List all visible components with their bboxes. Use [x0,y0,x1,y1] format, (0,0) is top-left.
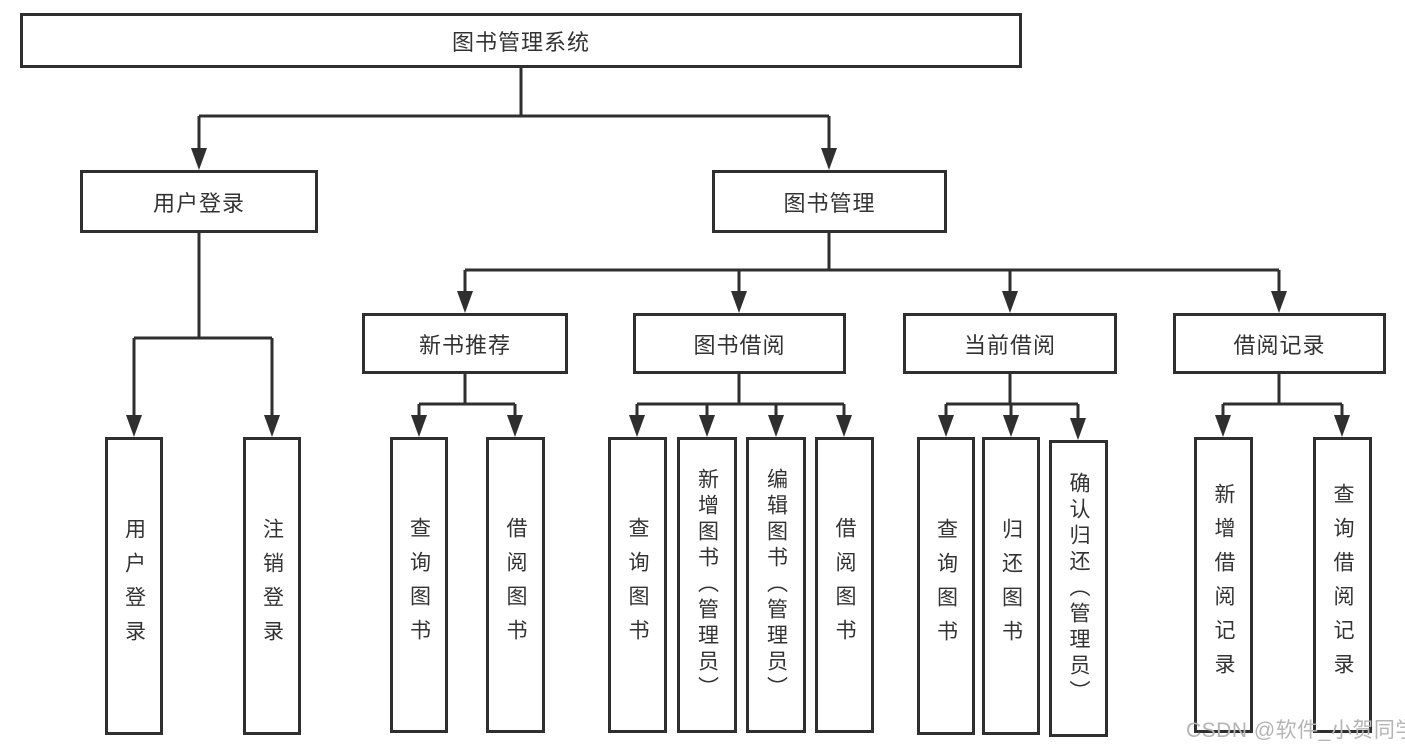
wires-book-borrow [629,374,852,437]
node-user-login-branch: 用户登录 [80,170,318,233]
leaf-user-login: 用户登录 [105,437,163,735]
arrow-down-icon [731,291,747,313]
arrow-down-icon [1070,418,1086,440]
leaf-add-book-admin: 新增图书（管理员） [677,437,737,733]
arrow-down-icon [1003,415,1019,437]
leaf-confirm-return-admin: 确认归还（管理员） [1049,440,1108,737]
arrow-down-icon [629,415,645,437]
leaf-edit-book-admin: 编辑图书（管理员） [746,437,806,733]
leaf-query-books-current: 查询图书 [917,437,975,735]
arrow-down-icon [411,415,427,437]
arrow-down-icon [1271,291,1287,313]
node-borrow-records: 借阅记录 [1173,313,1386,374]
node-current-borrow: 当前借阅 [903,313,1117,374]
leaf-logout: 注销登录 [243,437,301,735]
node-book-management: 图书管理 [712,170,947,233]
wires-book-mgmt [457,233,1287,313]
wires-current-borrow [938,374,1086,440]
arrow-down-icon [1215,415,1231,437]
node-root: 图书管理系统 [20,13,1022,68]
wires-borrow-records [1215,374,1350,437]
arrow-down-icon [699,415,715,437]
watermark: CSDN @软件_小贺同学 [1186,719,1405,742]
arrow-down-icon [938,415,954,437]
leaf-borrow-books-recommend: 借阅图书 [486,437,545,733]
arrow-down-icon [836,415,852,437]
wires-user-login [126,233,280,437]
arrow-down-icon [768,415,784,437]
arrow-down-icon [1334,415,1350,437]
node-new-book-recommend: 新书推荐 [362,313,568,374]
leaf-borrow-books: 借阅图书 [815,437,874,733]
arrow-down-icon [126,415,142,437]
arrow-down-icon [821,148,837,170]
node-book-borrow: 图书借阅 [633,313,846,374]
arrow-down-icon [1002,291,1018,313]
leaf-add-borrow-record: 新增借阅记录 [1194,437,1253,733]
wires-root [191,68,837,170]
leaf-return-books: 归还图书 [982,437,1040,735]
leaf-query-books-recommend: 查询图书 [390,437,448,733]
arrow-down-icon [191,148,207,170]
arrow-down-icon [457,291,473,313]
leaf-query-borrow-record: 查询借阅记录 [1313,437,1372,733]
arrow-down-icon [507,415,523,437]
wires-new-book [411,374,523,437]
leaf-query-books-borrow: 查询图书 [608,437,667,733]
arrow-down-icon [264,415,280,437]
